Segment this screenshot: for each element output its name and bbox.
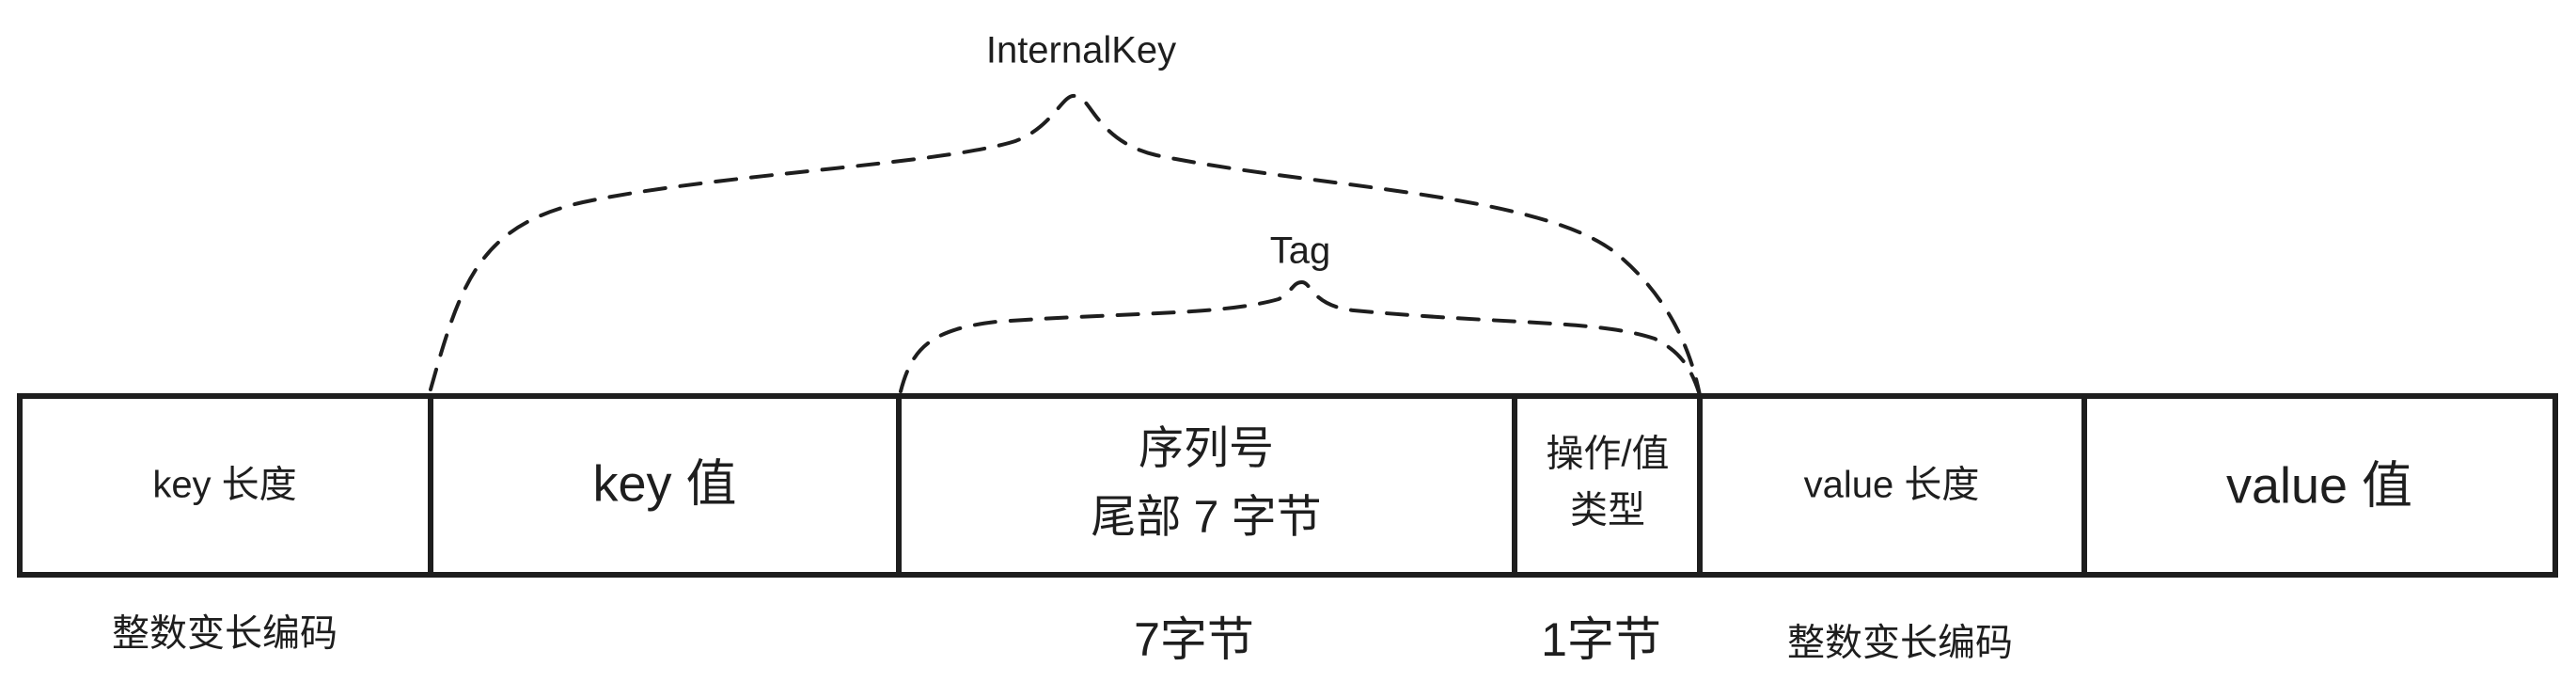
cell-value-label: value 值 <box>2226 457 2412 514</box>
sequence-size-note: 7字节 <box>1134 613 1254 666</box>
value-length-encoding-note: 整数变长编码 <box>1787 623 2013 664</box>
cell-value-length: value 长度 <box>1697 393 2087 578</box>
cell-value: value 值 <box>2081 393 2558 578</box>
tag-brace <box>899 279 1702 397</box>
cell-key-length-label: key 长度 <box>152 465 296 506</box>
internalkey-brace <box>429 94 1702 397</box>
cell-type-line2: 类型 <box>1570 490 1645 531</box>
cell-value-length-label: value 长度 <box>1804 465 1980 506</box>
cell-sequence-line2: 尾部 7 字节 <box>1091 493 1321 543</box>
key-length-encoding-note: 整数变长编码 <box>112 613 338 655</box>
cell-sequence-line1: 序列号 <box>1139 424 1274 474</box>
cell-key-value: key 值 <box>428 393 902 578</box>
tag-label: Tag <box>1270 230 1331 272</box>
cell-type: 操作/值 类型 <box>1512 393 1703 578</box>
internalkey-label: InternalKey <box>986 30 1176 71</box>
cell-sequence: 序列号 尾部 7 字节 <box>896 393 1517 578</box>
cell-key-value-label: key 值 <box>592 455 736 512</box>
cell-type-line1: 操作/值 <box>1546 434 1669 475</box>
type-size-note: 1字节 <box>1541 613 1661 666</box>
cell-key-length: key 长度 <box>17 393 433 578</box>
